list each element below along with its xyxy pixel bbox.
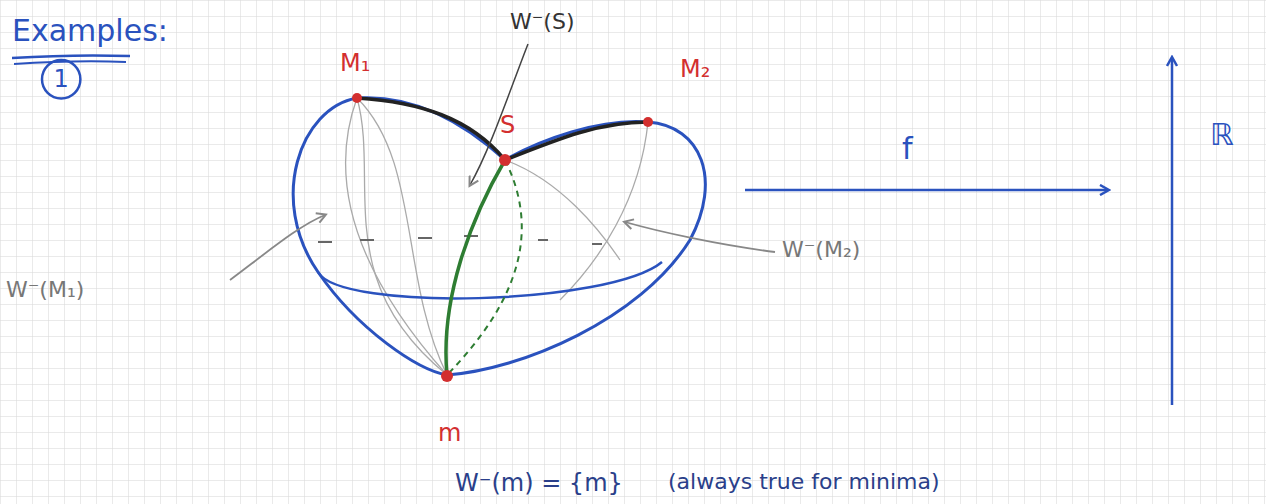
axis-label: ℝ: [1210, 118, 1234, 151]
note: (always true for minima): [668, 470, 940, 494]
point-label: M₁: [340, 50, 370, 76]
manifold-label: W⁻(M₂): [782, 238, 860, 262]
map-label: f: [902, 132, 913, 165]
node-text: 1: [54, 66, 69, 92]
point-label: S: [500, 112, 515, 138]
manifold-label: W⁻(S): [510, 10, 575, 34]
manifold-label: W⁻(M₁): [6, 278, 84, 302]
heading: Examples:: [12, 14, 168, 47]
point-label: M₂: [680, 56, 710, 82]
note: W⁻(m) = {m}: [455, 470, 623, 496]
point-label: m: [438, 420, 461, 446]
circled-number: 1: [40, 58, 82, 100]
